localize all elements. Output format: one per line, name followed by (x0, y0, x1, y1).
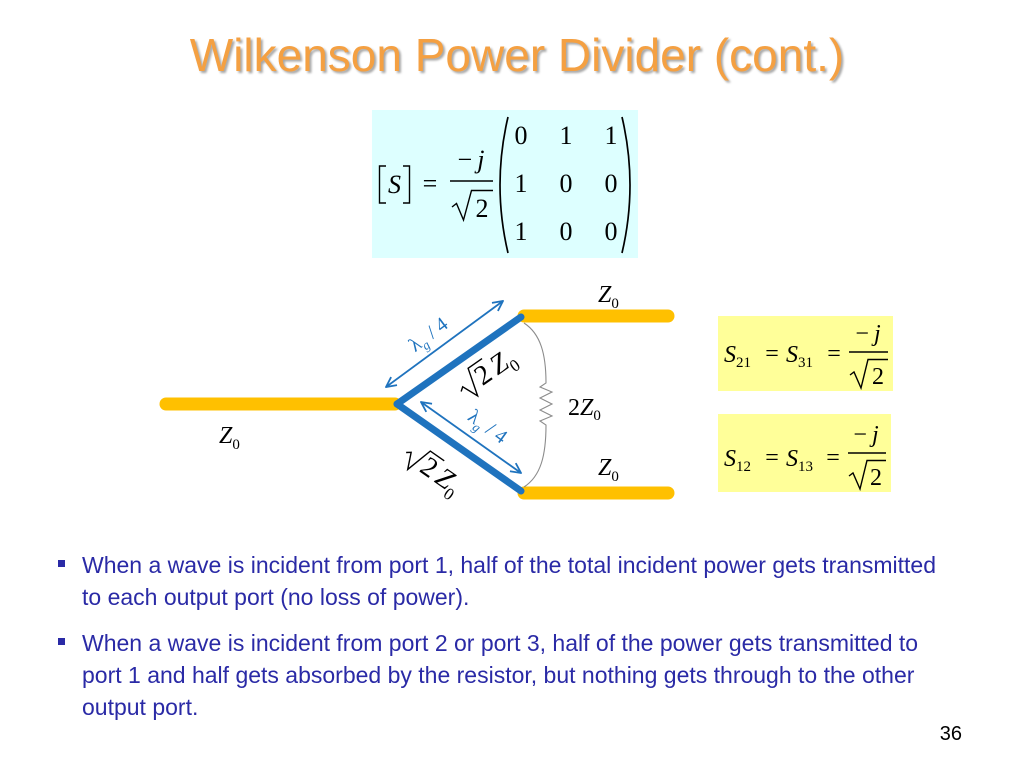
right-square-bracket (403, 165, 411, 204)
bullet-list: When a wave is incident from port 1, hal… (57, 549, 950, 737)
equals-sign: = (827, 341, 841, 367)
upper-length-arrow (386, 301, 503, 387)
imaginary-unit: j (869, 422, 879, 448)
radical-sign (460, 357, 483, 398)
fraction-denominator: 2 (870, 465, 882, 491)
matrix-cell: 0 (560, 169, 573, 198)
slide-graphics: S = −j 2 0 1 1 1 0 0 1 0 0 Z0 Z0 (159, 110, 893, 504)
impedance-subscript: 0 (593, 408, 601, 424)
radical-sign (848, 459, 886, 492)
s-subscript: 12 (736, 459, 751, 475)
minus-sign: − (458, 145, 473, 174)
s-matrix-symbol: S (388, 170, 401, 199)
matrix-cell: 1 (515, 169, 528, 198)
upper-length-label: λg/ 4 (405, 313, 454, 359)
s-matrix-equation: S = −j 2 0 1 1 1 0 0 1 0 0 (372, 110, 638, 258)
radical-sign (849, 358, 888, 391)
lambda-divisor: / 4 (423, 313, 453, 343)
impedance-symbol: Z (219, 423, 233, 449)
upper-branch-impedance-label: 2 Z0 (460, 347, 524, 398)
s-symbol: S (786, 342, 798, 368)
fraction-numerator: −j (458, 145, 485, 174)
radical-sign (451, 189, 493, 223)
square-bullet-icon (58, 560, 65, 567)
bullet-item: When a wave is incident from port 2 or p… (57, 627, 950, 723)
equation-lhs: S21 (724, 342, 751, 371)
matrix-cell: 1 (560, 121, 573, 150)
fraction-denominator: 2 (872, 364, 884, 390)
impedance-symbol: Z (598, 282, 612, 308)
s-symbol: S (786, 446, 798, 472)
wilkinson-divider-diagram: Z0 Z0 Z0 2Z0 λg/ 4 λg/ 4 2 Z0 2 Z0 (159, 282, 675, 504)
s-symbol: S (724, 342, 736, 368)
branch-impedance: Z0 (427, 462, 467, 504)
wavelength-text: λg/ 4 (462, 405, 511, 450)
bullet-text: When a wave is incident from port 2 or p… (82, 630, 919, 720)
impedance-symbol: Z (580, 395, 594, 421)
lower-length-label: λg/ 4 (462, 405, 512, 450)
fraction-numerator: −j (855, 321, 881, 347)
lambda-divisor: / 4 (482, 418, 512, 448)
equals-sign: = (826, 445, 840, 471)
equals-sign: = (765, 445, 779, 471)
lower-length-arrow (421, 402, 521, 473)
page-number: 36 (939, 723, 962, 745)
bullet-text: When a wave is incident from port 1, hal… (82, 552, 936, 610)
minus-sign: − (855, 321, 869, 347)
matrix-cell: 0 (605, 217, 618, 246)
matrix-cell: 0 (515, 121, 528, 150)
s-symbol: S (724, 446, 736, 472)
resistor-coefficient: 2 (568, 395, 580, 421)
wavelength-text: λg/ 4 (405, 313, 454, 359)
impedance-subscript: 0 (611, 296, 619, 312)
matrix-cell: 1 (605, 121, 618, 150)
impedance-subscript: 0 (232, 437, 240, 453)
left-port-impedance-label: Z0 (219, 423, 240, 453)
equation-middle: S13 (786, 446, 813, 475)
matrix-cell: 0 (560, 217, 573, 246)
impedance-symbol: Z (598, 455, 612, 481)
resistor-label: 2Z0 (568, 395, 601, 424)
equals-sign: = (423, 169, 438, 198)
slide-title: Wilkenson Power Divider (cont.) (189, 29, 845, 81)
s21-s31-equation: S21 = S31 = −j 2 (718, 316, 893, 391)
s-subscript: 13 (798, 459, 813, 475)
equation-middle: S31 (786, 342, 813, 371)
square-bullet-icon (58, 638, 65, 645)
s-subscript: 21 (736, 355, 751, 371)
equation-lhs: S12 (724, 446, 751, 475)
matrix-cell: 0 (605, 169, 618, 198)
fraction-denominator: 2 (476, 194, 489, 223)
imaginary-unit: j (871, 321, 881, 347)
lower-branch-line (393, 400, 525, 495)
imaginary-unit: j (474, 145, 484, 174)
left-square-bracket (378, 165, 386, 204)
minus-sign: − (853, 422, 867, 448)
lower-port-impedance-label: Z0 (598, 455, 619, 485)
matrix-entries: 0 1 1 1 0 0 1 0 0 (515, 121, 618, 246)
equals-sign: = (765, 341, 779, 367)
bullet-item: When a wave is incident from port 1, hal… (57, 549, 950, 613)
left-parenthesis (499, 116, 509, 254)
s-subscript: 31 (798, 355, 813, 371)
radical-sign (406, 450, 445, 472)
upper-port-impedance-label: Z0 (598, 282, 619, 312)
matrix-cell: 1 (515, 217, 528, 246)
impedance-subscript: 0 (611, 469, 619, 485)
s12-s13-equation: S12 = S13 = −j 2 (718, 414, 891, 492)
right-parenthesis (621, 116, 631, 254)
fraction-numerator: −j (853, 422, 879, 448)
isolation-resistor (523, 322, 554, 488)
